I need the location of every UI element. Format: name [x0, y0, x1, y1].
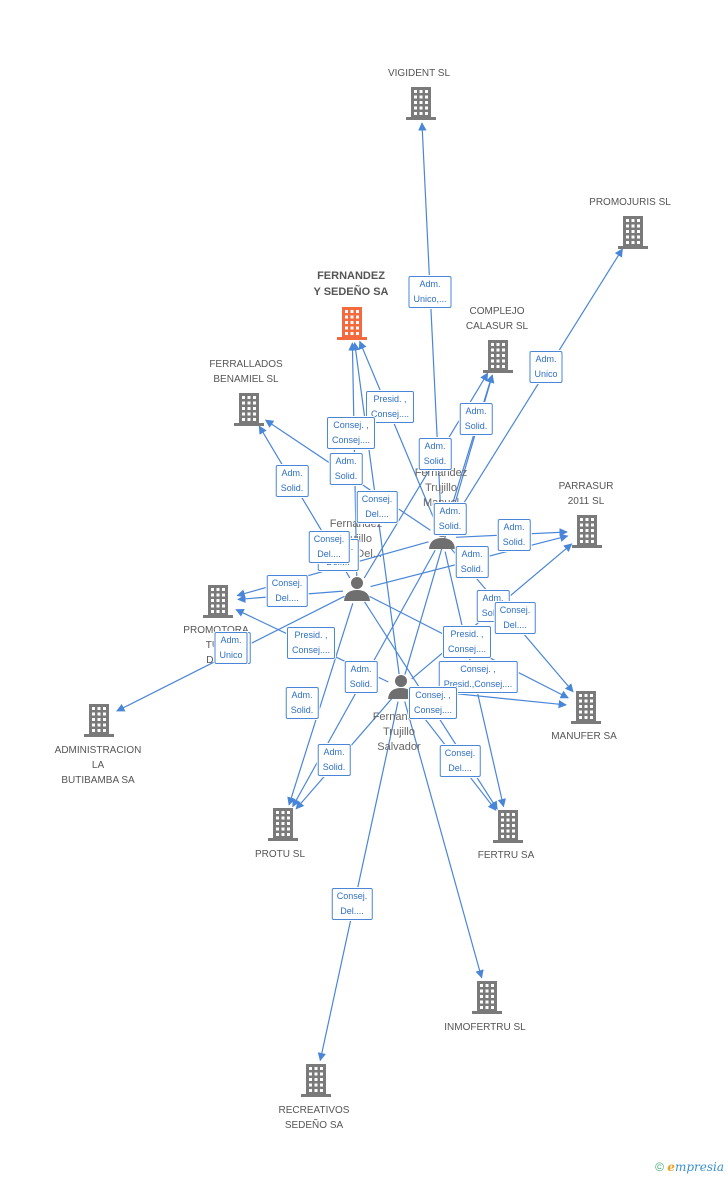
building-icon[interactable]	[337, 307, 367, 340]
relation-label[interactable]: Adm. Solid.	[455, 546, 489, 578]
relation-label[interactable]: Consej. Del....	[331, 888, 373, 920]
building-icon[interactable]	[203, 585, 233, 618]
company-label-promojuris[interactable]: PROMOJURIS SL	[589, 197, 671, 208]
empresia-logo: © empresia	[655, 1160, 724, 1174]
building-icon[interactable]	[483, 340, 513, 373]
edge-p_manuel-fernandez	[358, 340, 438, 526]
relation-label[interactable]: Consej. , Consej....	[408, 687, 458, 719]
relation-label[interactable]: Consej. , Presid.,Consej....	[438, 661, 518, 693]
relation-label[interactable]: Adm. Solid.	[344, 661, 378, 693]
company-label-protu[interactable]: PROTU SL	[254, 849, 306, 860]
relation-label[interactable]: Consej. Del....	[439, 745, 481, 777]
building-icon[interactable]	[571, 691, 601, 724]
company-label-fernandez[interactable]: FERNANDEZ Y SEDEÑO SA	[313, 270, 389, 298]
building-icon[interactable]	[618, 216, 648, 249]
building-icon[interactable]	[234, 393, 264, 426]
relation-label[interactable]: Consej. Del....	[308, 531, 350, 563]
relation-label[interactable]: Consej. , Consej....	[326, 417, 376, 449]
relation-label[interactable]: Adm. Unico,...	[408, 276, 452, 308]
company-label-parrasur[interactable]: PARRASUR 2011 SL	[558, 481, 614, 507]
relation-label[interactable]: Consej. Del....	[266, 575, 308, 607]
relation-label[interactable]: Consej. Del....	[356, 491, 398, 523]
brand-name: empresia	[667, 1160, 724, 1174]
company-label-ferrallados[interactable]: FERRALLADOS BENAMIEL SL	[209, 359, 283, 385]
relation-label[interactable]: Adm. Solid.	[317, 744, 351, 776]
building-icon[interactable]	[493, 810, 523, 843]
building-icon[interactable]	[472, 981, 502, 1014]
edge-p_salvador-recreativos	[317, 701, 399, 1062]
building-icon[interactable]	[84, 704, 114, 737]
relation-label[interactable]: Adm. Solid.	[275, 465, 309, 497]
person-icon[interactable]	[344, 577, 370, 601]
edge-p_salvador-inmofertru	[404, 701, 484, 979]
relation-label[interactable]: Presid. , Consej....	[286, 627, 336, 659]
person-label-p_salvador[interactable]: Fernandez Trujillo Salvador	[372, 711, 426, 753]
person-icon[interactable]	[388, 675, 414, 699]
edge-p_manuel-promojuris	[448, 248, 623, 527]
company-label-manufer[interactable]: MANUFER SA	[551, 731, 617, 742]
edge-p_jose-protu	[287, 603, 354, 806]
company-label-inmofertru[interactable]: INMOFERTRU SL	[444, 1022, 526, 1033]
company-label-vigident[interactable]: VIGIDENT SL	[387, 68, 451, 79]
edge-p_manuel-complejo	[445, 374, 494, 525]
relation-label[interactable]: Adm. Solid.	[418, 438, 452, 470]
copyright-mark: ©	[655, 1160, 664, 1174]
company-label-complejo[interactable]: COMPLEJO CALASUR SL	[465, 306, 529, 332]
relation-label[interactable]: Presid. , Consej....	[442, 626, 492, 658]
company-label-fertru[interactable]: FERTRU SA	[477, 850, 535, 861]
building-icon[interactable]	[301, 1064, 331, 1097]
relation-label[interactable]: Adm. Solid.	[497, 519, 531, 551]
building-icon[interactable]	[268, 808, 298, 841]
relation-label[interactable]: Adm. Solid.	[433, 503, 467, 535]
relation-label[interactable]: Adm. Solid.	[329, 453, 363, 485]
relation-label[interactable]: Adm. Unico	[529, 351, 563, 383]
relation-label[interactable]: Adm. Unico	[214, 632, 248, 664]
relation-label[interactable]: Adm. Solid.	[459, 403, 493, 435]
company-label-administracion[interactable]: ADMINISTRACION LA BUTIBAMBA SA	[54, 745, 142, 786]
relation-label[interactable]: Consej. Del....	[494, 602, 536, 634]
building-icon[interactable]	[406, 87, 436, 120]
building-icon[interactable]	[572, 515, 602, 548]
relation-label[interactable]: Adm. Solid.	[285, 687, 319, 719]
company-label-recreativos[interactable]: RECREATIVOS SEDEÑO SA	[278, 1105, 350, 1131]
